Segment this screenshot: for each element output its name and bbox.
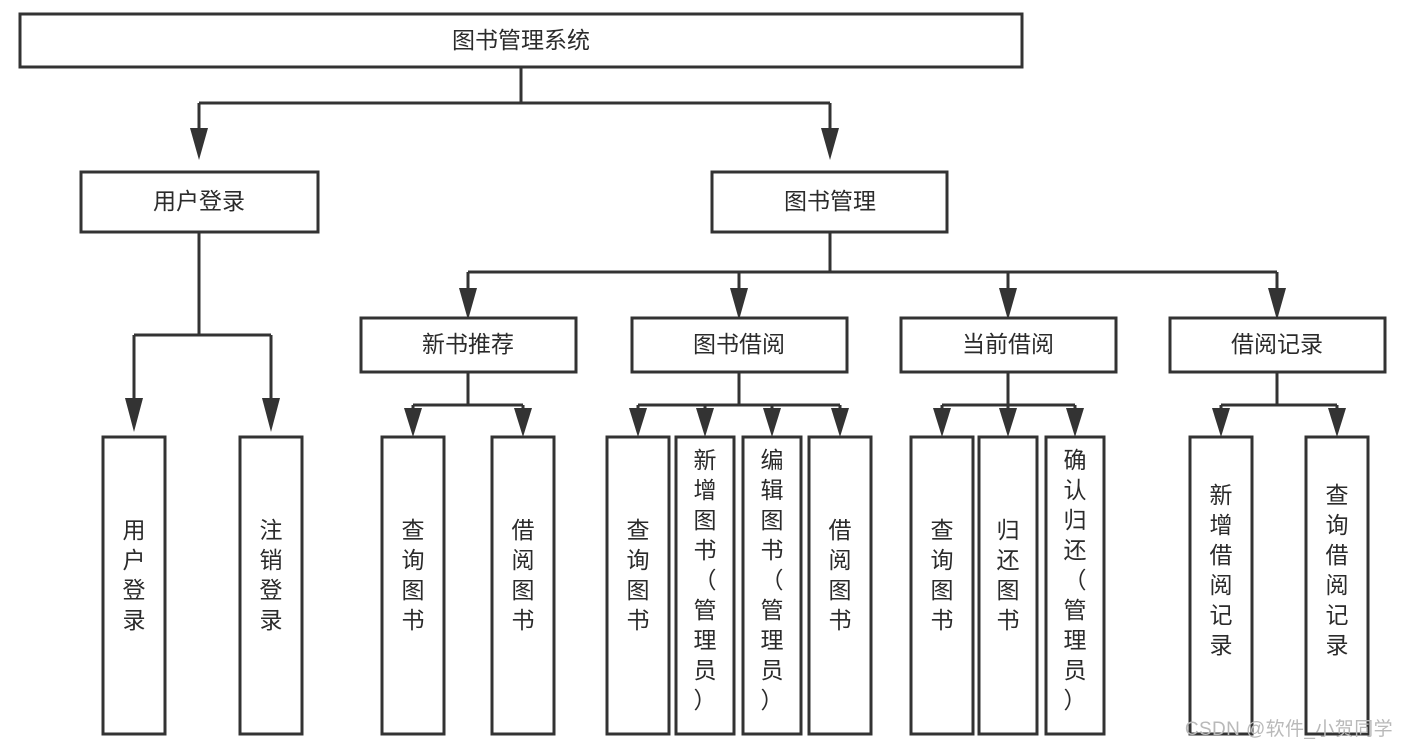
node-current-borrow-label: 当前借阅 (962, 331, 1054, 357)
arrow-head-leaf-query-book-2 (629, 408, 647, 437)
arrow-head-leaf-return-book (999, 408, 1017, 437)
node-borrow-record-label: 借阅记录 (1231, 331, 1323, 357)
arrow-head-leaf-add-borrow-record (1212, 408, 1230, 437)
arrow-head-leaf-confirm-return-admin (1066, 408, 1084, 437)
node-leaf-borrow-book-2[interactable]: 借阅图书 (807, 435, 873, 736)
arrow-head-book-borrow (730, 288, 748, 320)
node-root[interactable]: 图书管理系统 (18, 12, 1024, 69)
node-leaf-logout-login-label: 注销登录 (260, 517, 283, 633)
arrow-head-leaf-query-borrow-record (1328, 408, 1346, 437)
node-leaf-confirm-return-admin-box[interactable] (1044, 435, 1106, 736)
arrow-head-leaf-edit-book-admin (763, 408, 781, 437)
arrow-head-current-borrow (999, 288, 1017, 320)
node-leaf-borrow-book-2-label: 借阅图书 (829, 517, 852, 633)
node-leaf-logout-login-box[interactable] (238, 435, 304, 736)
arrow-head-leaf-add-book-admin (696, 408, 714, 437)
node-leaf-query-book-3[interactable]: 查询图书 (909, 435, 975, 736)
node-book-borrow-box[interactable] (630, 316, 849, 374)
node-leaf-edit-book-admin-label: 编辑图书（管理员） (761, 447, 784, 713)
node-borrow-record[interactable]: 借阅记录 (1168, 316, 1387, 374)
arrow-head-new-book-recommend (459, 288, 477, 320)
node-borrow-record-box[interactable] (1168, 316, 1387, 374)
node-user-login-box[interactable] (79, 170, 320, 234)
node-leaf-query-book-2[interactable]: 查询图书 (605, 435, 671, 736)
node-leaf-query-borrow-record-label: 查询借阅记录 (1326, 482, 1349, 658)
arrow-head-leaf-query-book-3 (933, 408, 951, 437)
node-leaf-add-borrow-record-label: 新增借阅记录 (1210, 482, 1233, 658)
node-leaf-query-book-1-box[interactable] (380, 435, 446, 736)
arrow-head-leaf-borrow-book-1 (514, 408, 532, 437)
node-user-login[interactable]: 用户登录 (79, 170, 320, 234)
connector-layer (125, 67, 1346, 437)
node-leaf-borrow-book-1-box[interactable] (490, 435, 556, 736)
node-leaf-query-book-3-label: 查询图书 (931, 517, 954, 633)
arrow-head-leaf-logout-login (262, 398, 280, 432)
node-leaf-logout-login[interactable]: 注销登录 (238, 435, 304, 736)
node-user-login-label: 用户登录 (153, 188, 245, 214)
node-book-borrow-label: 图书借阅 (693, 331, 785, 357)
node-leaf-user-login-label: 用户登录 (123, 517, 146, 633)
node-leaf-add-book-admin-box[interactable] (674, 435, 736, 736)
arrow-head-borrow-record (1268, 288, 1286, 320)
arrow-head-user-login (190, 128, 208, 160)
node-leaf-add-book-admin-label: 新增图书（管理员） (694, 447, 717, 713)
node-leaf-query-book-1[interactable]: 查询图书 (380, 435, 446, 736)
node-leaf-add-borrow-record[interactable]: 新增借阅记录 (1188, 435, 1254, 736)
node-leaf-borrow-book-2-box[interactable] (807, 435, 873, 736)
node-leaf-add-borrow-record-box[interactable] (1188, 435, 1254, 736)
node-leaf-return-book-box[interactable] (977, 435, 1039, 736)
node-leaf-user-login-box[interactable] (101, 435, 167, 736)
arrow-head-leaf-user-login (125, 398, 143, 432)
node-leaf-user-login[interactable]: 用户登录 (101, 435, 167, 736)
node-root-label: 图书管理系统 (452, 27, 590, 53)
node-leaf-add-book-admin[interactable]: 新增图书（管理员） (674, 435, 736, 736)
node-book-borrow[interactable]: 图书借阅 (630, 316, 849, 374)
node-current-borrow-box[interactable] (899, 316, 1118, 374)
node-leaf-borrow-book-1-label: 借阅图书 (512, 517, 535, 633)
node-leaf-edit-book-admin-box[interactable] (741, 435, 803, 736)
node-book-management-box[interactable] (710, 170, 949, 234)
node-current-borrow[interactable]: 当前借阅 (899, 316, 1118, 374)
arrow-head-leaf-query-book-1 (404, 408, 422, 437)
node-leaf-return-book-label: 归还图书 (997, 517, 1020, 633)
arrow-head-book-management (821, 128, 839, 160)
node-leaf-query-book-3-box[interactable] (909, 435, 975, 736)
node-root-box[interactable] (18, 12, 1024, 69)
node-leaf-edit-book-admin[interactable]: 编辑图书（管理员） (741, 435, 803, 736)
node-leaf-confirm-return-admin[interactable]: 确认归还（管理员） (1044, 435, 1106, 736)
node-book-management[interactable]: 图书管理 (710, 170, 949, 234)
node-leaf-query-book-2-label: 查询图书 (627, 517, 650, 633)
node-leaf-query-borrow-record-box[interactable] (1304, 435, 1370, 736)
node-leaf-query-book-1-label: 查询图书 (402, 517, 425, 633)
node-book-management-label: 图书管理 (784, 188, 876, 214)
node-leaf-confirm-return-admin-label: 确认归还（管理员） (1064, 447, 1087, 713)
node-leaf-return-book[interactable]: 归还图书 (977, 435, 1039, 736)
node-new-book-recommend-box[interactable] (359, 316, 578, 374)
arrow-head-leaf-borrow-book-2 (831, 408, 849, 437)
node-leaf-query-book-2-box[interactable] (605, 435, 671, 736)
csdn-watermark: CSDN @软件_小贺同学 (1184, 719, 1393, 740)
node-leaf-borrow-book-1[interactable]: 借阅图书 (490, 435, 556, 736)
node-new-book-recommend[interactable]: 新书推荐 (359, 316, 578, 374)
node-new-book-recommend-label: 新书推荐 (422, 331, 514, 357)
node-leaf-query-borrow-record[interactable]: 查询借阅记录 (1304, 435, 1370, 736)
